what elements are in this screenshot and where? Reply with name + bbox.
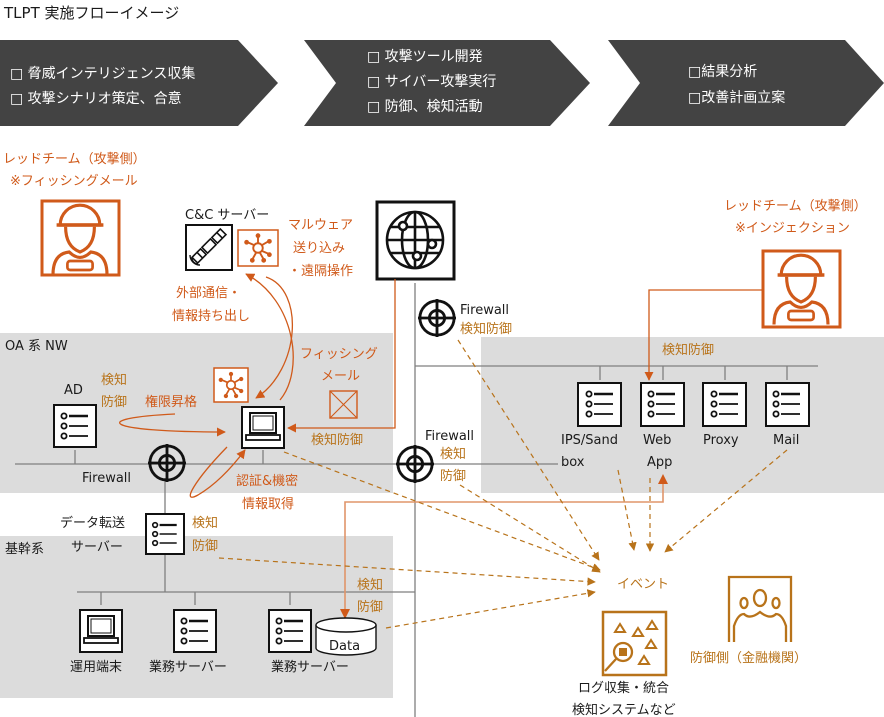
- phishing-mail-line1: フィッシング: [300, 347, 378, 362]
- firewall-top-icon: [416, 297, 458, 339]
- red-team-phishing-person-icon: [40, 199, 121, 277]
- server-icon: [702, 382, 747, 427]
- log-system-line1: ログ収集・統合: [578, 680, 669, 696]
- server-icon: [577, 382, 622, 427]
- transfer-server-line1: データ転送: [60, 515, 125, 531]
- phishing-arrow: [287, 279, 396, 433]
- dmz-server-web-line1: Web: [643, 433, 671, 448]
- globe-icon: [375, 200, 456, 281]
- ad-server-icon: [53, 404, 97, 448]
- flow-step-2-item-3: □ 防御、検知活動: [367, 98, 483, 115]
- firewall-top-detect: 検知防御: [460, 321, 512, 337]
- page-title: TLPT 実施フローイメージ: [3, 4, 179, 22]
- arrow-down-data: [340, 609, 350, 619]
- oa-zone-label: OA 系 NW: [5, 339, 68, 354]
- ad-detect2: 防御: [101, 394, 127, 410]
- flow-step-2-item-1: □ 攻撃ツール開発: [367, 49, 483, 65]
- cc-server-label: C&C サーバー: [185, 208, 269, 223]
- transfer-server-detect1: 検知: [192, 515, 218, 531]
- transfer-server-line2: サーバー: [71, 540, 123, 555]
- web-to-data-arrow: [344, 477, 664, 610]
- dmz-server-proxy-label: Proxy: [703, 433, 739, 448]
- blue-team-label: 防御側（金融機関）: [690, 650, 807, 666]
- firewall-oa-label: Firewall: [82, 471, 131, 486]
- malware-line1: マルウェア: [288, 218, 353, 233]
- firewall-mid-detect1: 検知: [440, 446, 466, 462]
- credential-line1: 認証&機密: [236, 473, 298, 489]
- flow-step-1-item-2: □ 攻撃シナリオ策定、合意: [10, 90, 182, 107]
- red-team-injection-line1: レッドチーム（攻撃側）: [724, 198, 867, 214]
- dmz-server-mail-label: Mail: [773, 433, 799, 448]
- flow-step-3-item-2: □改善計画立案: [688, 89, 785, 106]
- malware-arrow: [255, 276, 293, 399]
- ad-label: AD: [64, 383, 83, 398]
- transfer-server-icon: [145, 513, 185, 555]
- firewall-mid-detect2: 防御: [440, 468, 466, 484]
- server-icon: [640, 382, 685, 427]
- flow-step-3: □結果分析 □改善計画立案: [608, 40, 884, 126]
- dmz-server-ips-line1: IPS/Sand: [561, 433, 618, 448]
- red-team-injection-person-icon: [761, 249, 842, 329]
- data-detect2: 防御: [357, 599, 383, 615]
- satellite-icon: [185, 224, 233, 271]
- arrow-up-webapp: [658, 474, 668, 484]
- event-arrows: [218, 339, 788, 629]
- flow-step-3-item-1: □結果分析: [688, 64, 757, 80]
- dmz-detect: 検知防御: [662, 342, 714, 358]
- mail-icon: [329, 390, 358, 419]
- malware-line2: 送り込み: [293, 241, 345, 256]
- red-team-phishing-line1: レッドチーム（攻撃側）: [3, 151, 146, 167]
- dmz-server-web-line2: App: [647, 455, 672, 470]
- malware-node-icon: [237, 229, 279, 267]
- exfil-line1: 外部通信・: [176, 286, 241, 301]
- group-icon: [727, 575, 793, 642]
- firewall-mid-label: Firewall: [425, 429, 474, 444]
- network-lines: [15, 283, 818, 717]
- exfil-arrow: [245, 273, 294, 401]
- dmz-servers: [577, 382, 810, 427]
- firewall-mid-icon: [394, 443, 436, 485]
- pc-detect: 検知防御: [311, 432, 363, 448]
- core-node-label-2: 業務サーバー: [149, 659, 227, 675]
- credential-line2: 情報取得: [242, 496, 294, 512]
- flow-step-2: □ 攻撃ツール開発 □ サイバー攻撃実行 □ 防御、検知活動: [304, 40, 590, 126]
- data-store-icon: [315, 617, 377, 656]
- red-team-phishing-line2: ※フィッシングメール: [10, 174, 138, 189]
- flow-step-1-item-1: □ 脅威インテリジェンス収集: [10, 65, 195, 82]
- dmz-server-ips-line2: box: [561, 455, 585, 470]
- flow-step-2-item-2: □ サイバー攻撃実行: [367, 74, 496, 90]
- event-label: イベント: [617, 577, 669, 592]
- credential-arrow: [189, 446, 246, 498]
- exfil-line2: 情報持ち出し: [172, 309, 250, 324]
- core-server-icon-2: [268, 609, 312, 653]
- red-team-injection-line2: ※インジェクション: [735, 221, 850, 236]
- laptop-icon: [241, 406, 285, 449]
- privilege-arrow: [119, 413, 226, 437]
- malware-line3: ・遠隔操作: [288, 263, 353, 279]
- core-zone-label: 基幹系: [5, 541, 44, 557]
- data-store-label: Data: [329, 639, 360, 654]
- data-detect1: 検知: [357, 577, 383, 593]
- oa-malware-node-icon: [213, 367, 249, 403]
- core-node-label-3: 業務サーバー: [271, 659, 349, 675]
- firewall-top-label: Firewall: [460, 303, 509, 318]
- log-analysis-icon: [601, 610, 668, 677]
- core-node-label-1: 運用端末: [70, 660, 122, 675]
- transfer-server-detect2: 防御: [192, 538, 218, 554]
- flow-step-1: □ 脅威インテリジェンス収集 □ 攻撃シナリオ策定、合意: [0, 40, 278, 126]
- privilege-label: 権限昇格: [145, 394, 197, 410]
- ad-detect1: 検知: [101, 372, 127, 388]
- core-server-icon-1: [173, 609, 217, 653]
- injection-arrow: [644, 289, 762, 381]
- core-laptop-icon: [79, 609, 123, 653]
- phishing-mail-line2: メール: [321, 369, 360, 384]
- server-icon: [765, 382, 810, 427]
- log-system-line2: 検知システムなど: [572, 702, 676, 717]
